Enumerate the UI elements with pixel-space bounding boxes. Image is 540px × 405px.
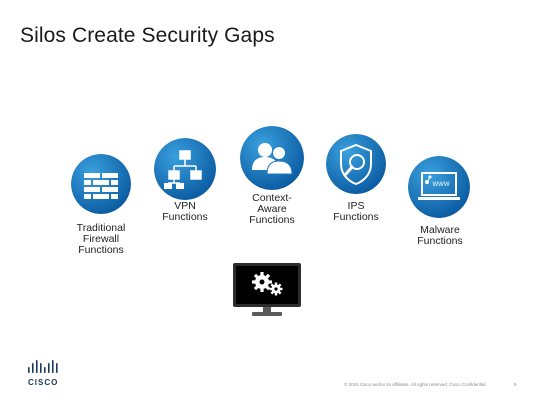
cisco-logo xyxy=(26,358,60,388)
context-aware-circle xyxy=(240,126,304,190)
cisco-wordmark: CISCO xyxy=(28,378,59,387)
malware-circle: WWW xyxy=(408,156,470,218)
ips-circle xyxy=(326,134,386,194)
monitor-gears xyxy=(232,262,302,318)
network-hierarchy-icon xyxy=(154,138,216,200)
vpn-label: VPN Functions xyxy=(162,200,208,223)
users-icon xyxy=(240,126,304,190)
malware-label: Malware Functions xyxy=(417,224,463,247)
laptop-www-icon: WWW xyxy=(408,156,470,218)
footer-copyright: © 2016 Cisco and/or its affiliates. All … xyxy=(344,382,486,387)
context-aware-label: Context- Aware Functions xyxy=(249,192,295,226)
vpn-circle xyxy=(154,138,216,200)
firewall-brick-icon xyxy=(71,154,131,214)
gears-monitor-icon xyxy=(233,263,301,316)
shield-magnifier-icon xyxy=(326,134,386,194)
ips-label: IPS Functions xyxy=(333,200,379,223)
svg-text:WWW: WWW xyxy=(433,182,450,188)
firewall-circle xyxy=(71,154,131,214)
firewall-label: Traditional Firewall Functions xyxy=(76,222,126,256)
cisco-bridge-icon xyxy=(28,360,58,373)
slide-title: Silos Create Security Gaps xyxy=(20,24,275,47)
page-number: 9 xyxy=(514,382,517,387)
